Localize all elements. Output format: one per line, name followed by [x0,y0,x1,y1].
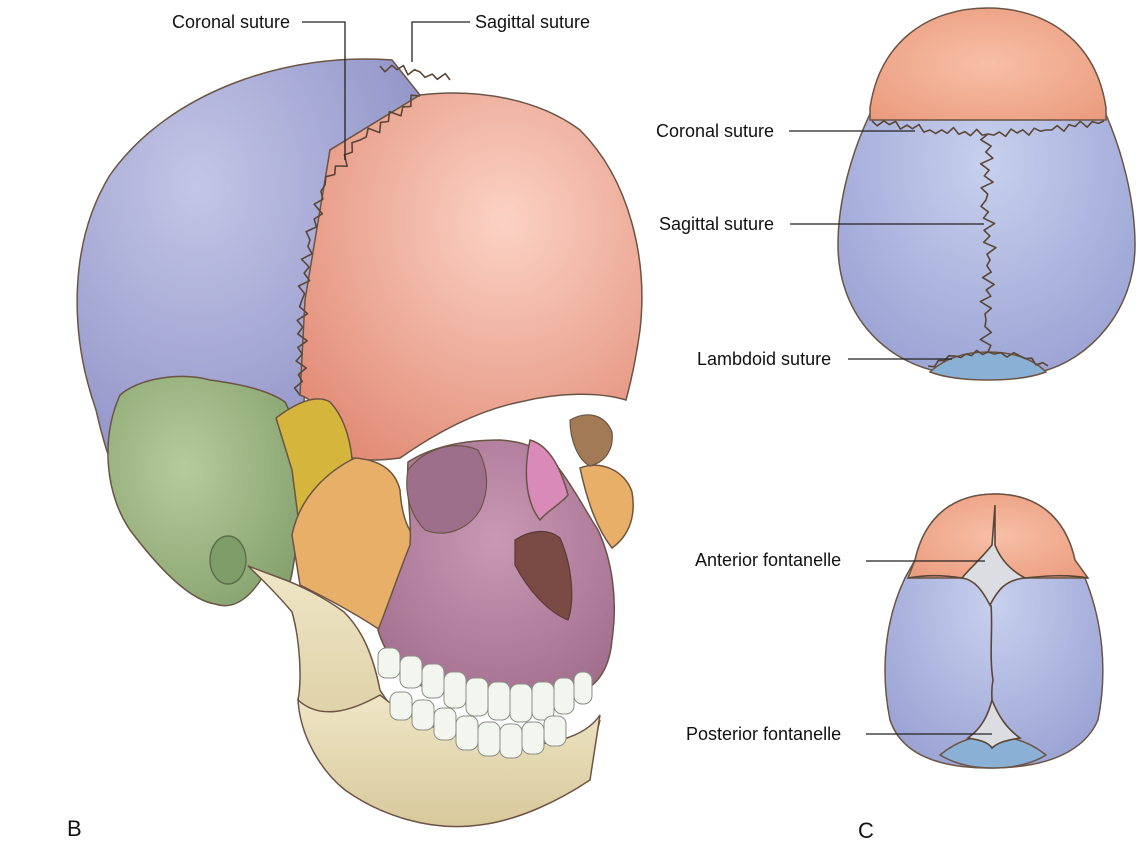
coronal-suture-line [293,94,421,396]
nasal-cavity [514,530,573,621]
label-anterior-fontanelle: Anterior fontanelle [695,550,841,570]
label-lambdoid-suture-c: Lambdoid suture [697,349,831,369]
skull-superior-view-adult [837,7,1136,381]
lower-teeth [389,691,567,759]
panel-letter-c: C [858,818,874,843]
right-orbit [569,414,613,467]
left-orbit [406,445,488,534]
panel-b-labels: Coronal suture Sagittal suture B [67,12,590,841]
posterior-fontanelle-shape [965,697,1023,750]
sagittal-suture-line-adult [979,133,997,353]
leader-sagittal-suture-b [411,21,470,62]
panel-letter-b: B [67,816,82,841]
nasal-bone [525,439,569,522]
anterior-fontanelle-shape [960,504,1028,607]
panel-c-labels: Coronal suture Sagittal suture Lambdoid … [656,121,992,843]
lambdoid-suture-line-adult [927,349,1049,368]
label-sagittal-suture-c: Sagittal suture [659,214,774,234]
label-posterior-fontanelle: Posterior fontanelle [686,724,841,744]
upper-teeth [377,647,593,723]
sagittal-suture-line [379,64,451,81]
label-coronal-suture-b: Coronal suture [172,12,290,32]
leader-coronal-suture-b [302,21,346,160]
coronal-suture-infant [907,574,1089,579]
external-acoustic-meatus [209,535,247,585]
frontal-bone [299,92,643,461]
temporal-bone [107,375,300,607]
skull-superior-view-infant [884,493,1104,769]
label-coronal-suture-c: Coronal suture [656,121,774,141]
label-sagittal-suture-b: Sagittal suture [475,12,590,32]
skull-lateral-view [76,58,643,828]
zygomatic-bone-right [579,464,634,550]
sagittal-suture-infant [990,604,994,701]
frontal-bone-adult [869,7,1107,121]
